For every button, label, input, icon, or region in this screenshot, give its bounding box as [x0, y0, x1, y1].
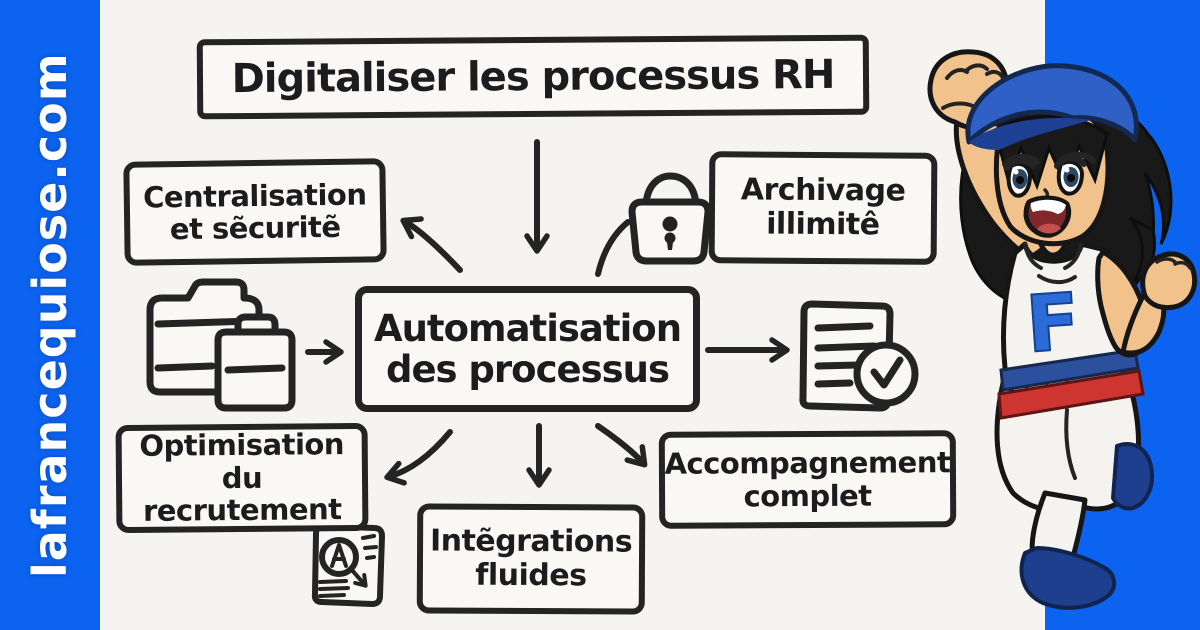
node-archivage-line1: Archivage: [740, 172, 906, 209]
document-clock-icon: [799, 300, 919, 412]
arrow-center-to-accompagnement: [595, 423, 648, 468]
mascot-raised-arm: [927, 49, 1050, 261]
node-optimisation: Optimisation du recrutement: [115, 422, 369, 534]
title-box: Digitaliser les processus RH: [196, 34, 870, 120]
node-automatisation-line1: Automatisation: [373, 306, 682, 350]
node-automatisation: Automatisation des processus: [355, 286, 700, 412]
node-accompagnement: Accompagnement complet: [658, 430, 957, 529]
node-integrations-line2: fluides: [475, 557, 587, 594]
node-integrations: Intẽgrations fluides: [416, 503, 646, 615]
node-accompagnement-line2: complet: [743, 478, 872, 513]
node-automatisation-line2: des processus: [385, 348, 670, 391]
node-centralisation-line1: Centralisation: [142, 176, 367, 215]
node-integrations-line1: Intẽgrations: [429, 523, 633, 560]
right-blue-band: [1045, 0, 1200, 630]
node-centralisation: Centralisation et sẽcuritẽ: [123, 158, 387, 266]
padlock-icon: [628, 172, 712, 265]
node-optimisation-line2: du recrutement: [142, 460, 342, 529]
node-archivage: Archivage illimitê: [708, 151, 938, 265]
node-accompagnement-line1: Accompagnement: [664, 445, 951, 481]
arrow-center-to-optimisation: [384, 429, 453, 486]
node-centralisation-line2: et sẽcuritẽ: [169, 209, 341, 247]
document-search-icon: [311, 523, 385, 607]
mascot-fist-raised: [927, 49, 1010, 131]
node-optimisation-line1: Optimisation: [139, 427, 345, 464]
title-text: Digitaliser les processus RH: [231, 51, 835, 102]
node-archivage-line2: illimitê: [766, 206, 880, 243]
left-blue-band: [0, 0, 100, 630]
site-watermark: lafrancequiose.com: [23, 52, 77, 578]
curve-center-to-padlock: [595, 219, 631, 277]
folders-icon: [146, 278, 296, 412]
arrow-center-to-centralisation: [400, 216, 463, 273]
